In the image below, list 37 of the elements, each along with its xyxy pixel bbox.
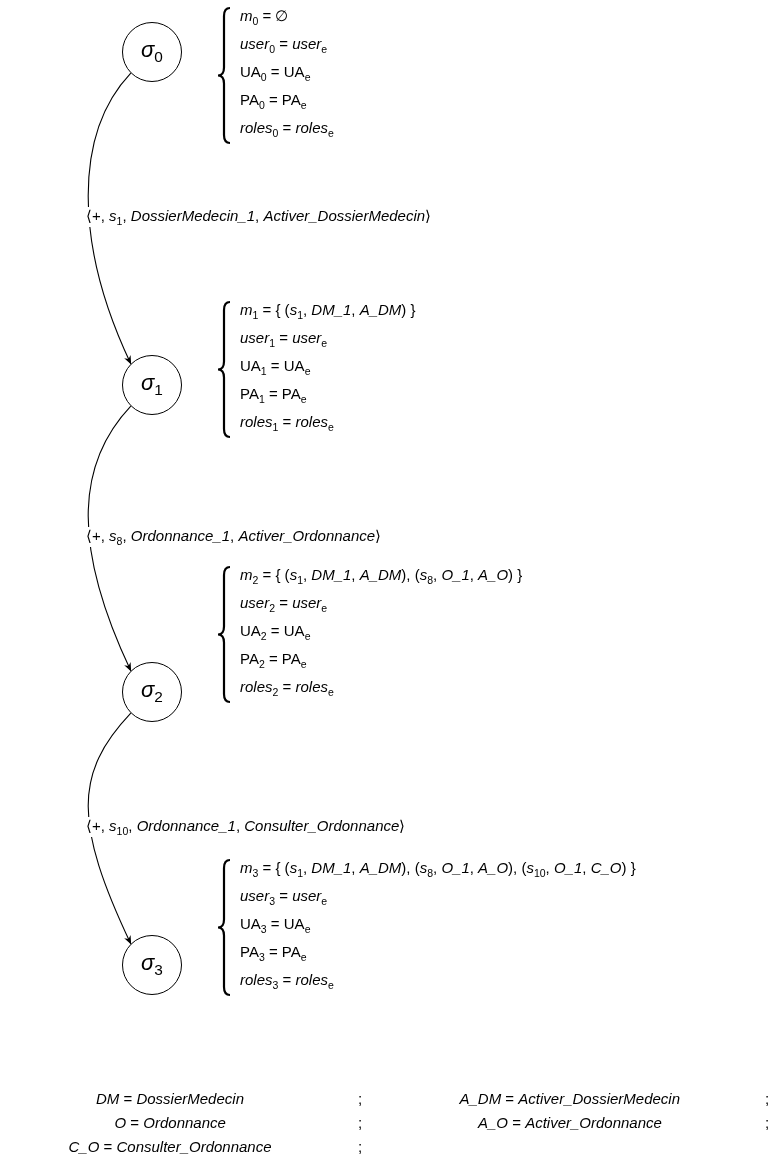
arrow	[87, 712, 132, 945]
state-equation: PA$_{1}$ = PA$_{e}$	[240, 384, 307, 407]
state-equation: m$_{0}$ = ∅	[240, 6, 289, 29]
state-equation: roles$_{0}$ = roles$_{e}$	[240, 118, 334, 141]
state-equation: user$_{1}$ = user$_{e}$	[240, 328, 328, 351]
state-circle: σ$_{2}$	[122, 662, 182, 722]
state-equation: PA$_{0}$ = PA$_{e}$	[240, 90, 307, 113]
separator-text: ;	[358, 1114, 363, 1131]
arrow	[87, 405, 132, 672]
definition-text: O = Ordonnance	[114, 1114, 226, 1131]
state-equation: m$_{3}$ = { (s$_{1}$, DM_1, A_DM), (s$_{8}$, O_1, A_O), (s$_{10}$, O_1, C_O) }	[240, 858, 636, 881]
definition-text: DM = DossierMedecin	[96, 1090, 244, 1107]
definition-text: C_O = Consulter_Ordonnance	[68, 1138, 272, 1155]
state-equation: roles$_{3}$ = roles$_{e}$	[240, 970, 334, 993]
state-equation: roles$_{2}$ = roles$_{e}$	[240, 677, 334, 700]
state-equation: roles$_{1}$ = roles$_{e}$	[240, 412, 334, 435]
arrow	[87, 72, 132, 365]
state-equation: m$_{1}$ = { (s$_{1}$, DM_1, A_DM) }	[240, 300, 416, 323]
definition-text: A_O = Activer_Ordonnance	[478, 1114, 662, 1131]
state-equation: UA$_{3}$ = UA$_{e}$	[240, 914, 311, 937]
state-equation: PA$_{3}$ = PA$_{e}$	[240, 942, 307, 965]
state-equation: UA$_{0}$ = UA$_{e}$	[240, 62, 311, 85]
definition-text: A_DM = Activer_DossierMedecin	[459, 1090, 681, 1107]
separator-text: ;	[358, 1090, 363, 1107]
state-equation: m$_{2}$ = { (s$_{1}$, DM_1, A_DM), (s$_{8}$, O_1, A_O) }	[240, 565, 523, 588]
state-circle: σ$_{0}$	[122, 22, 182, 82]
state-circle: σ$_{1}$	[122, 355, 182, 415]
state-circle: σ$_{3}$	[122, 935, 182, 995]
separator-text: ;	[765, 1090, 770, 1107]
state-equation: PA$_{2}$ = PA$_{e}$	[240, 649, 307, 672]
state-equation: UA$_{2}$ = UA$_{e}$	[240, 621, 311, 644]
state-equation: user$_{3}$ = user$_{e}$	[240, 886, 328, 909]
separator-text: ;	[765, 1114, 770, 1131]
state-equation: user$_{0}$ = user$_{e}$	[240, 34, 328, 57]
state-equation: user$_{2}$ = user$_{e}$	[240, 593, 328, 616]
separator-text: ;	[358, 1138, 363, 1155]
state-equation: UA$_{1}$ = UA$_{e}$	[240, 356, 311, 379]
